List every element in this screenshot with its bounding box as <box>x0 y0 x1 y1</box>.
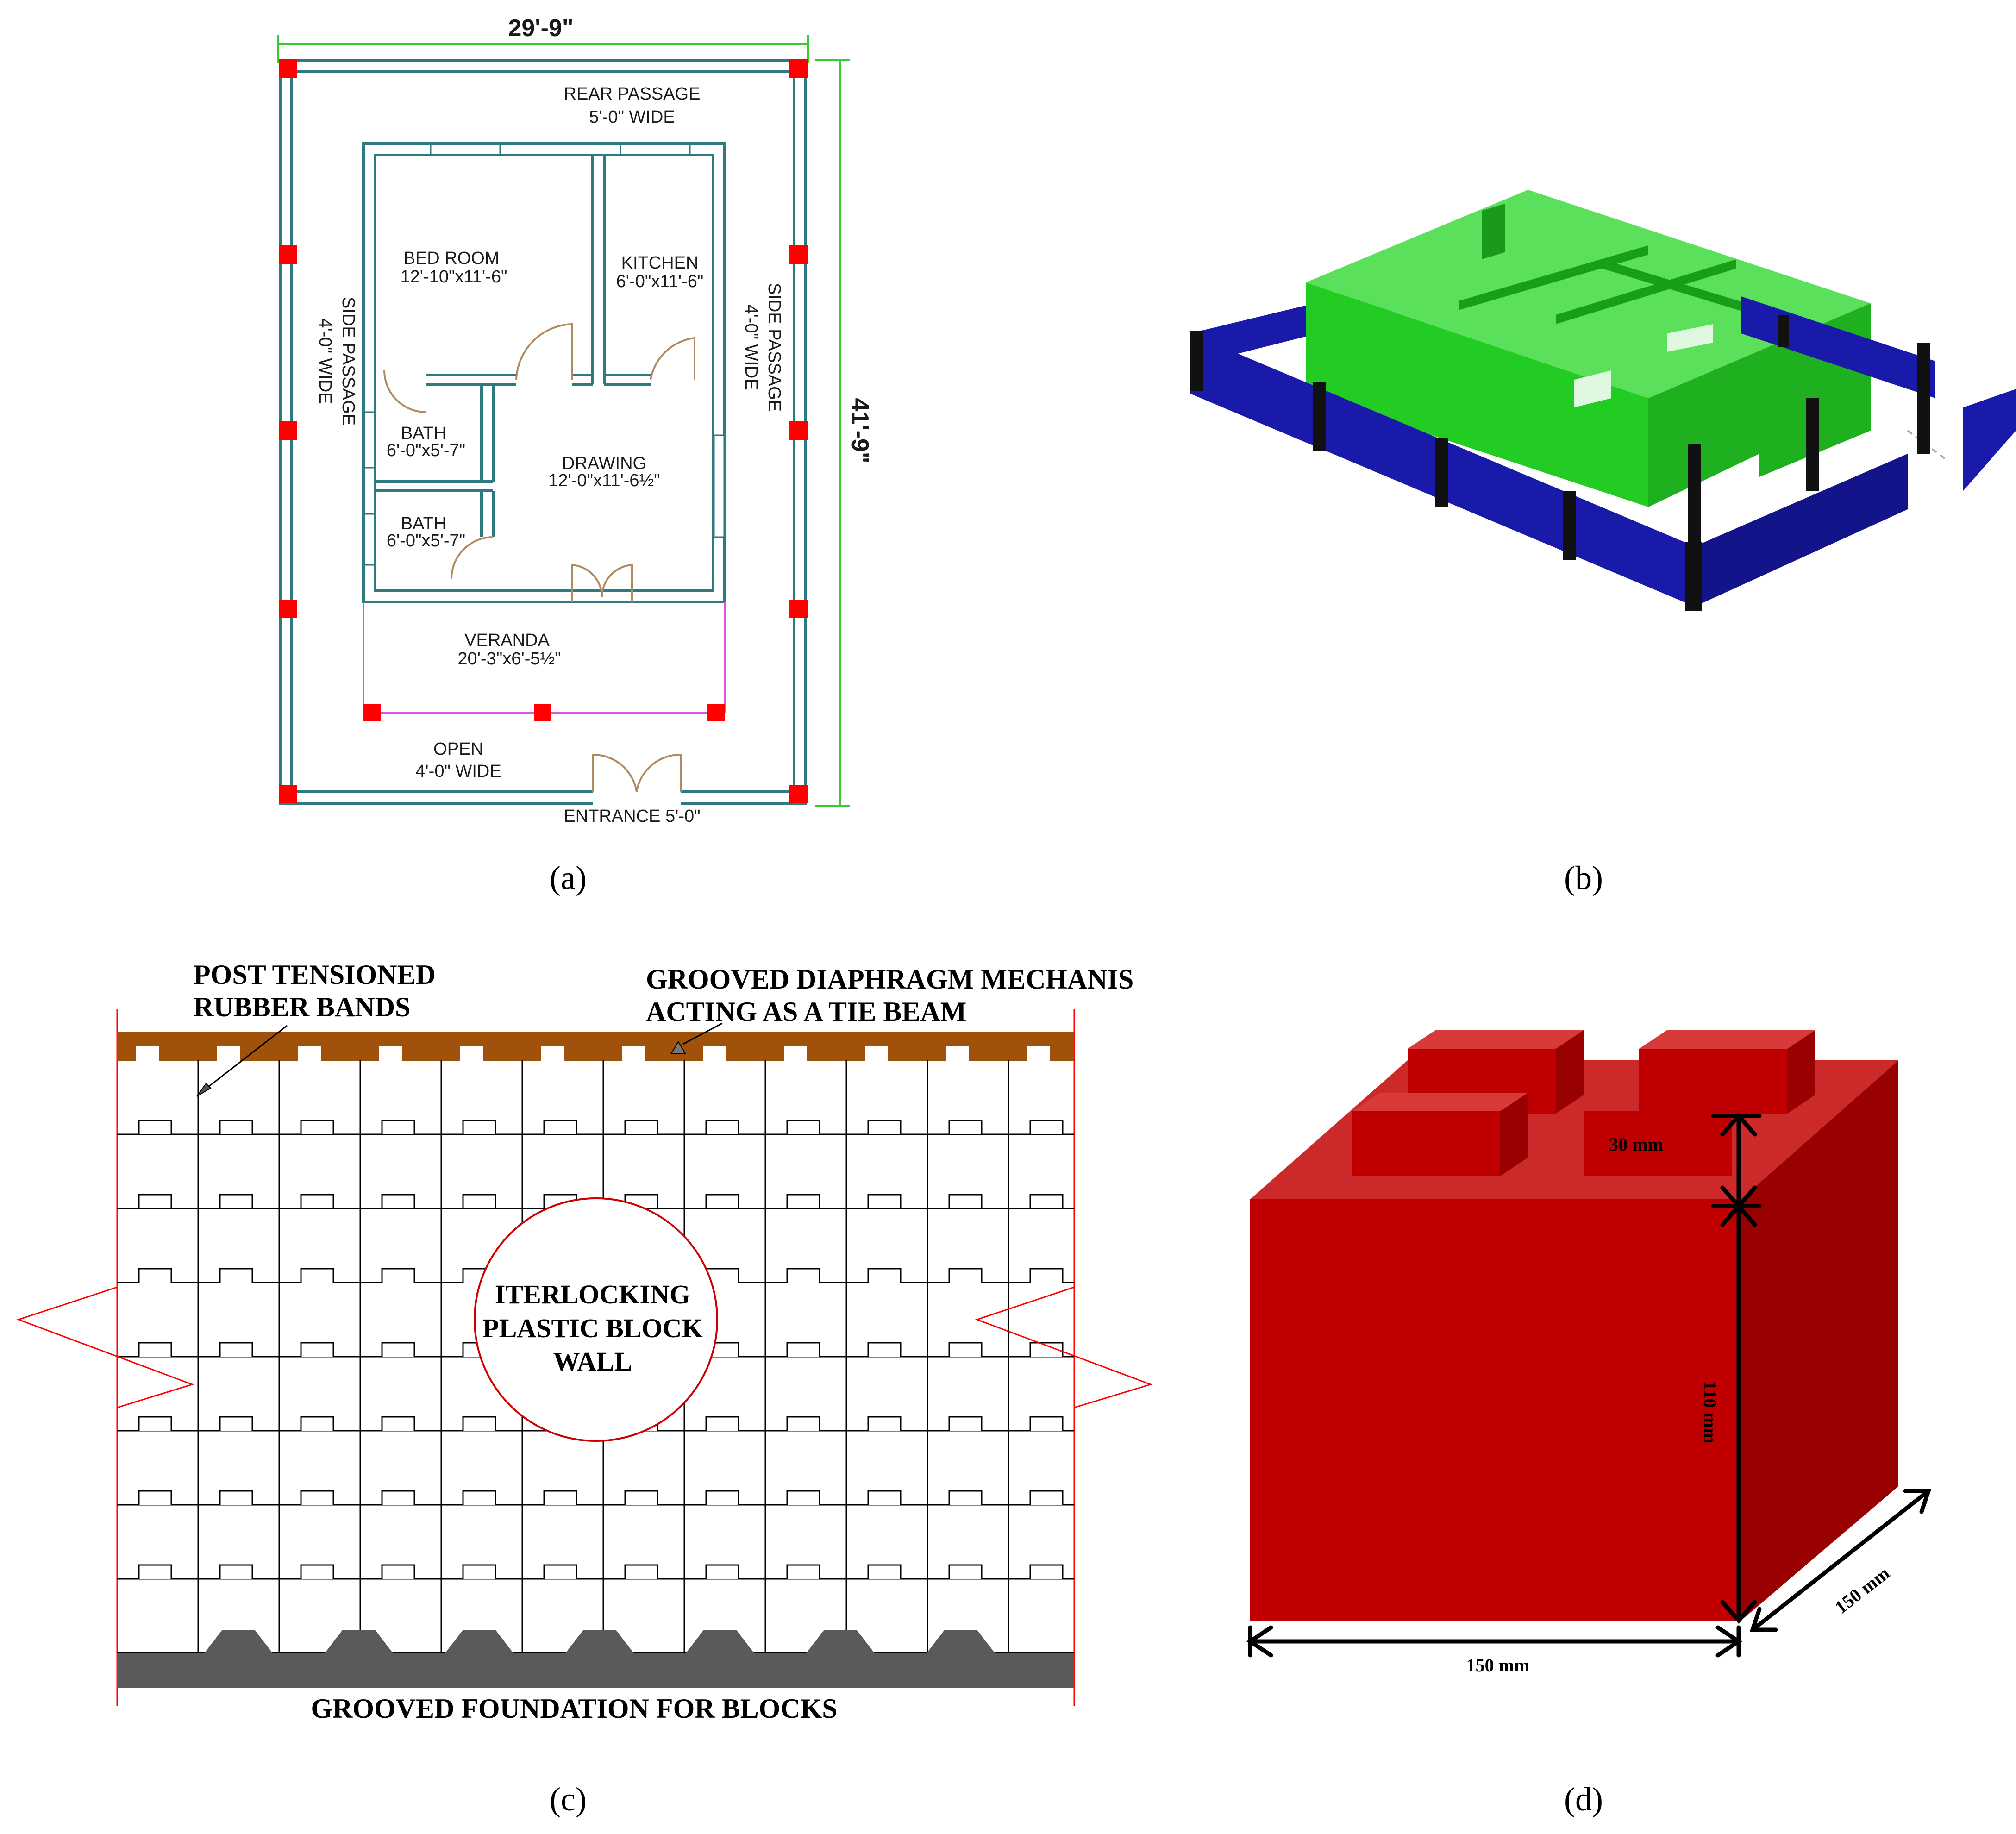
block-notches <box>138 1120 1064 1579</box>
blue-wall-end <box>1963 389 2016 491</box>
break-line-left <box>16 1286 194 1408</box>
rear-passage-label: REAR PASSAGE <box>564 84 701 104</box>
plan-windows <box>363 144 725 566</box>
caption-b: (b) <box>1564 859 1603 896</box>
circle-label-3: WALL <box>553 1346 632 1377</box>
bath-1-size: 6'-0"x5'-7" <box>387 441 465 460</box>
block-side-face <box>1741 1060 1898 1621</box>
open-width: 4'-0" WIDE <box>415 762 501 781</box>
plan-doors <box>383 323 695 792</box>
block-width-label: 150 mm <box>1466 1655 1530 1676</box>
caption-c: (c) <box>550 1781 587 1818</box>
block-front-face <box>1250 1199 1741 1621</box>
entrance-label: ENTRANCE 5'-0" <box>563 807 700 826</box>
plan-outer-wall <box>279 59 807 805</box>
plan-width-label: 29'-9" <box>508 15 573 42</box>
rubber-bands-label-1: POST TENSIONED <box>194 959 436 990</box>
diaphragm-label-1: GROOVED DIAPHRAGM MECHANIS <box>646 964 1133 995</box>
plan-house-walls <box>362 142 726 603</box>
rubber-bands-arrow <box>203 1025 288 1091</box>
plan-height-dimension <box>815 59 850 807</box>
caption-d: (d) <box>1564 1781 1603 1818</box>
bath-2-size: 6'-0"x5'-7" <box>387 531 465 551</box>
plan-width-dimension <box>277 35 809 63</box>
black-columns <box>1190 315 1930 611</box>
side-passage-right-label: SIDE PASSAGE <box>764 283 784 412</box>
blue-wall-right <box>1695 454 1908 607</box>
side-passage-left-width: 4'-0" WIDE <box>315 318 335 404</box>
kitchen-size: 6'-0"x11'-6" <box>616 272 704 291</box>
drawing-label: DRAWING <box>562 454 646 473</box>
side-passage-left-label: SIDE PASSAGE <box>338 297 358 426</box>
bed-room-size: 12'-10"x11'-6" <box>401 267 507 287</box>
block-depth-label: 150 mm <box>1831 1563 1893 1618</box>
plan-height-label: 41'-9" <box>846 398 873 463</box>
circle-label-2: PLASTIC BLOCK <box>482 1313 702 1343</box>
kitchen-label: KITCHEN <box>621 253 699 273</box>
stud-height-label: 30 mm <box>1609 1134 1663 1155</box>
panel-c-interlocking-wall: POST TENSIONED RUBBER BANDS GROOVED DIAP… <box>16 959 1153 1818</box>
panel-d-plastic-block: 30 mm 110 mm 150 mm 150 mm (d) <box>1246 1030 1932 1818</box>
bath-1-label: BATH <box>401 424 447 443</box>
foundation-label: GROOVED FOUNDATION FOR BLOCKS <box>311 1693 837 1724</box>
bed-room-label: BED ROOM <box>404 249 500 268</box>
grooved-foundation <box>117 1630 1074 1688</box>
diaphragm-label-2: ACTING AS A TIE BEAM <box>646 996 966 1027</box>
block-dimensions <box>1246 1113 1932 1658</box>
caption-a: (a) <box>550 859 587 896</box>
veranda-size: 20'-3"x6'-5½" <box>457 649 561 669</box>
circle-label-1: ITERLOCKING <box>495 1279 690 1309</box>
plan-columns <box>279 59 808 803</box>
bath-2-label: BATH <box>401 514 447 533</box>
block-height-label: 110 mm <box>1700 1381 1721 1443</box>
rubber-bands-label-2: RUBBER BANDS <box>194 992 410 1022</box>
drawing-size: 12'-0"x11'-6½" <box>548 471 660 490</box>
open-label: OPEN <box>433 739 483 759</box>
wall-callout-circle <box>474 1197 718 1442</box>
block-studs <box>1352 1030 1815 1176</box>
diaphragm-arrow <box>682 1022 723 1045</box>
blue-wall-right-back <box>1741 296 1935 398</box>
break-line-right <box>975 1286 1153 1408</box>
green-house <box>1306 190 1871 507</box>
panel-a-floor-plan: 29'-9" 41'-9" <box>277 15 873 896</box>
wall-side-boundaries <box>116 1009 1075 1706</box>
veranda-label: VERANDA <box>464 631 550 650</box>
rear-passage-width: 5'-0" WIDE <box>589 107 675 127</box>
panel-b-3d-model: (b) <box>1190 190 2016 896</box>
side-passage-right-width: 4'-0" WIDE <box>741 304 761 390</box>
